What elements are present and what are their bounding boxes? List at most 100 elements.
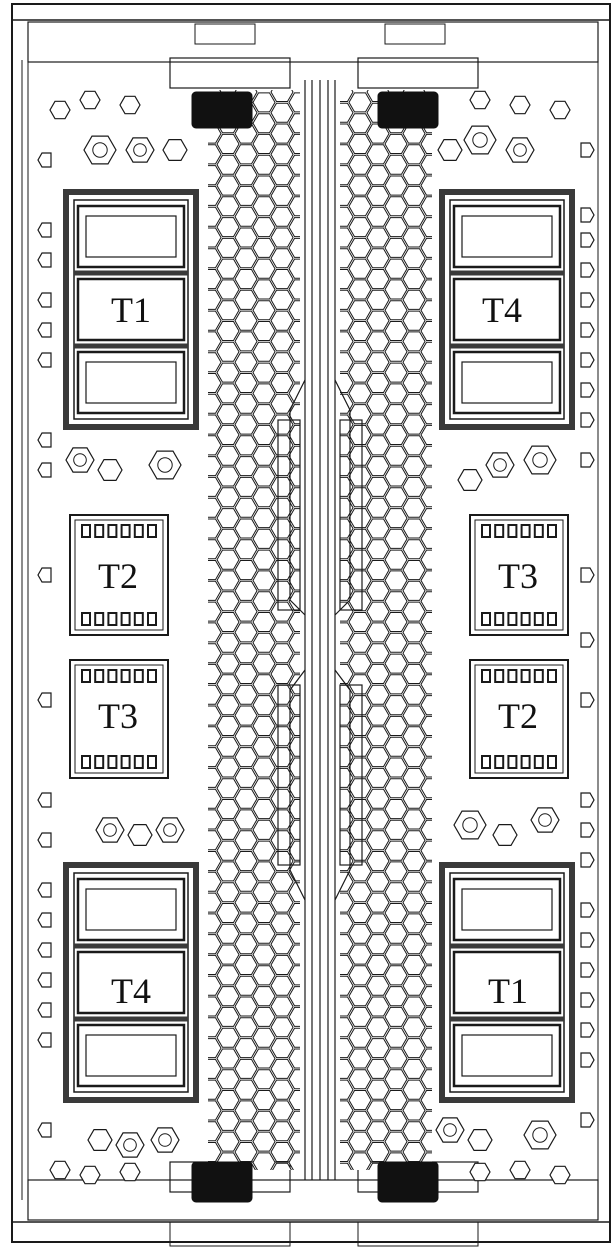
vent-cell [216,217,240,238]
vent-cell [420,1048,432,1069]
vent-cell [270,913,294,934]
vent-cell [402,269,426,290]
vent-cell [252,632,276,653]
vent-cell [366,663,390,684]
vent-cell [384,840,408,861]
vent-cell [420,1069,432,1090]
vent-cell [348,799,372,820]
vent-cell [216,1027,240,1048]
pin [507,612,518,626]
vent-cell [270,871,294,892]
vent-cell [270,1100,294,1121]
vent-cell [234,871,258,892]
vent-cell [366,331,390,352]
vent-cell [348,154,372,175]
small-connector-inner [74,664,164,774]
edge-tooth [37,432,52,448]
vent-cell [234,913,258,934]
vent-cell [340,331,354,352]
vent-cell [208,206,222,227]
vent-cell [366,1100,390,1121]
vent-cell [288,923,300,944]
connector-slot [76,877,186,942]
vent-cell [340,1079,354,1100]
vent-cell [288,175,300,196]
hex-nut-icon [119,1162,141,1182]
edge-tooth [37,692,52,708]
vent-cell [366,747,390,768]
vent-cell [366,892,390,913]
vent-cell [384,404,408,425]
honeycomb-vent-icon [208,90,300,1170]
vent-cell [402,684,426,705]
pin [547,612,557,626]
hex-nut-icon [127,823,153,847]
vent-cell [420,1090,432,1111]
vent-cell [208,809,222,830]
vent-cell [208,601,222,622]
hex-nut-icon [49,100,71,120]
vent-cell [288,944,300,965]
hex-nut-icon [97,459,123,481]
vent-cell [252,695,276,716]
vent-cell [420,424,432,445]
vent-cell [270,1121,294,1142]
vent-cell [208,269,222,290]
pin [147,669,157,683]
vent-cell [288,445,300,466]
vent-cell [270,518,294,539]
vent-cell [384,237,408,258]
vent-cell [208,705,222,726]
vent-cell [234,809,258,830]
vent-cell [208,871,222,892]
pin [547,669,557,683]
vent-cell [340,90,354,102]
vent-cell [384,362,408,383]
vent-cell [402,1017,426,1038]
vent-cell [234,435,258,456]
vent-cell [234,726,258,747]
vent-cell [208,456,222,477]
vent-cell [208,830,222,851]
vent-cell [288,404,300,425]
latch-group [191,91,439,1203]
vent-cell [252,1006,276,1027]
vent-cell [208,185,222,206]
vent-cell [208,767,222,788]
vent-cell [288,986,300,1007]
vent-cell [366,934,390,955]
edge-tooth [37,222,52,238]
vent-cell [288,840,300,861]
vent-cell [348,487,372,508]
vent-cell [252,321,276,341]
top-right-tab [384,23,446,45]
vent-cell [402,560,426,581]
vent-cell [234,1038,258,1059]
pin [520,755,531,769]
vent-cell [252,570,276,591]
vent-cell [366,705,390,726]
vent-cell [208,476,222,497]
vent-cell [252,1090,276,1111]
vent-cell [420,549,432,570]
vent-cell [348,944,372,965]
vent-cell [402,331,426,352]
vent-cell [234,1142,258,1162]
hex-nut-icon [469,90,491,110]
vent-cell [384,986,408,1007]
vent-cell [288,1027,300,1048]
vent-cell [208,289,222,310]
pin [481,669,491,683]
vent-cell [420,196,432,217]
vent-cell [402,435,426,456]
vent-cell [384,196,408,217]
vent-cell [288,487,300,508]
vent-cell [288,695,300,716]
hex-nut-icon [467,1128,493,1152]
vent-cell [402,996,426,1017]
vent-cell [234,144,258,165]
nut-hole [163,823,177,837]
vent-cell [402,747,426,768]
small-connector-inner [474,664,564,774]
vent-cell [216,362,240,383]
